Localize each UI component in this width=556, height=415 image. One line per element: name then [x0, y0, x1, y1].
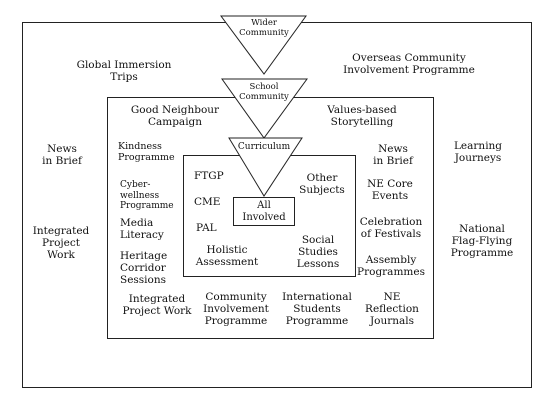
label-holistic: Holistic Assessment	[195, 244, 259, 268]
label-ne-core: NE Core Events	[367, 178, 413, 202]
label-values-storytelling: Values-based Storytelling	[327, 104, 397, 128]
label-ne-reflection: NE Reflection Journals	[365, 291, 419, 327]
label-cyber-wellness: Cyber- wellness Programme	[120, 180, 174, 211]
label-news-brief-school: News in Brief	[373, 143, 413, 167]
funnel-label-school-community: School Community	[239, 82, 289, 102]
label-overseas-community: Overseas Community Involvement Programme	[343, 52, 475, 76]
label-pal: PAL	[196, 222, 217, 234]
label-festivals: Celebration of Festivals	[359, 216, 423, 240]
label-community-involvement: Community Involvement Programme	[203, 291, 269, 327]
label-other-subjects: Other Subjects	[299, 172, 345, 196]
label-news-brief-outer: News in Brief	[42, 143, 82, 167]
label-heritage: Heritage Corridor Sessions	[120, 250, 168, 286]
label-national-flag: National Flag-Flying Programme	[450, 223, 514, 259]
label-kindness: Kindness Programme	[118, 141, 175, 163]
label-assembly: Assembly Programmes	[357, 254, 425, 278]
core-label: All Involved	[242, 200, 286, 223]
label-learning-journeys: Learning Journeys	[453, 140, 503, 164]
label-integrated-project-school: Integrated Project Work	[122, 293, 192, 317]
label-integrated-project-outer: Integrated Project Work	[32, 225, 90, 261]
label-international-students: International Students Programme	[282, 291, 352, 327]
funnel-label-wider-community: Wider Community	[239, 18, 289, 38]
label-good-neighbour: Good Neighbour Campaign	[130, 104, 220, 128]
label-ftgp: FTGP	[194, 170, 224, 182]
label-cme: CME	[194, 196, 221, 208]
core-box-all-involved	[233, 197, 295, 226]
label-global-immersion: Global Immersion Trips	[76, 59, 172, 83]
label-media-literacy: Media Literacy	[120, 217, 164, 241]
funnel-label-curriculum: Curriculum	[237, 142, 291, 152]
label-social-studies: Social Studies Lessons	[296, 234, 340, 270]
